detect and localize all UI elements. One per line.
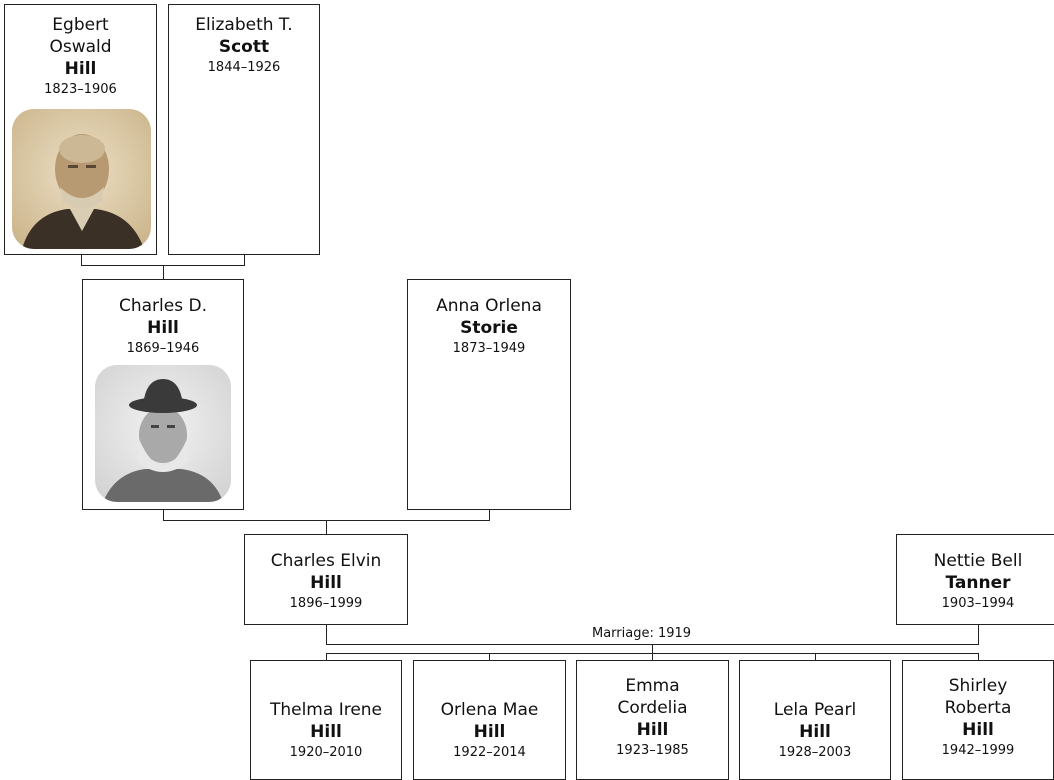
portrait-photo — [12, 109, 151, 249]
life-years: 1942–1999 — [941, 743, 1015, 758]
surname: Storie — [460, 318, 518, 338]
surname: Scott — [218, 37, 270, 57]
portrait-photo — [95, 365, 231, 502]
given-name: Emma Cordelia — [617, 676, 688, 718]
life-years: 1873–1949 — [452, 341, 526, 356]
life-years: 1928–2003 — [778, 745, 852, 760]
connector — [978, 624, 979, 645]
surname: Tanner — [945, 573, 1011, 593]
connector — [489, 653, 490, 660]
connector — [326, 520, 327, 534]
surname: Hill — [310, 573, 342, 593]
given-name: Charles Elvin — [270, 551, 382, 571]
portrait-photo — [12, 109, 151, 249]
connector — [815, 653, 816, 660]
surname: Hill — [64, 59, 97, 79]
surname: Hill — [473, 722, 506, 742]
given-name: Elizabeth T. — [195, 15, 293, 35]
given-name: Egbert Oswald — [49, 15, 112, 57]
connector — [163, 265, 164, 279]
person-card-anna-storie[interactable]: Anna Orlena Storie 1873–1949 — [407, 279, 571, 510]
given-name: Charles D. — [119, 296, 207, 316]
life-years: 1869–1946 — [126, 341, 200, 356]
life-years: 1896–1999 — [289, 596, 363, 611]
life-years: 1920–2010 — [289, 745, 363, 760]
person-card-orlena-hill[interactable]: Orlena Mae Hill 1922–2014 — [413, 660, 566, 780]
person-card-elizabeth-scott[interactable]: Elizabeth T. Scott 1844–1926 — [168, 4, 320, 255]
connector — [978, 653, 979, 660]
life-years: 1823–1906 — [44, 82, 117, 97]
person-card-nettie-tanner[interactable]: Nettie Bell Tanner 1903–1994 — [896, 534, 1054, 625]
portrait-photo — [95, 365, 231, 502]
life-years: 1844–1926 — [207, 60, 281, 75]
connector — [326, 653, 327, 660]
connector — [652, 653, 653, 660]
given-name: Lela Pearl — [773, 700, 857, 720]
person-card-charles-d-hill[interactable]: Charles D. Hill 1869–1946 — [82, 279, 244, 510]
person-card-thelma-hill[interactable]: Thelma Irene Hill 1920–2010 — [250, 660, 402, 780]
connector — [244, 254, 245, 266]
surname: Hill — [962, 720, 994, 740]
person-card-shirley-hill[interactable]: Shirley Roberta Hill 1942–1999 — [902, 660, 1054, 780]
surname: Hill — [636, 720, 669, 740]
given-name: Orlena Mae — [440, 700, 539, 720]
life-years: 1923–1985 — [616, 743, 689, 758]
surname: Hill — [799, 722, 831, 742]
surname: Hill — [310, 722, 342, 742]
marriage-label: Marriage: 1919 — [590, 626, 694, 641]
given-name: Thelma Irene — [269, 700, 383, 720]
person-card-lela-hill[interactable]: Lela Pearl Hill 1928–2003 — [739, 660, 891, 780]
given-name: Shirley Roberta — [944, 676, 1012, 718]
connector — [163, 509, 164, 521]
connector — [81, 254, 82, 266]
given-name: Nettie Bell — [933, 551, 1023, 571]
life-years: 1922–2014 — [453, 745, 526, 760]
given-name: Anna Orlena — [436, 296, 542, 316]
life-years: 1903–1994 — [941, 596, 1015, 611]
connector — [652, 644, 653, 653]
person-card-emma-hill[interactable]: Emma Cordelia Hill 1923–1985 — [576, 660, 729, 780]
person-card-charles-elvin-hill[interactable]: Charles Elvin Hill 1896–1999 — [244, 534, 408, 625]
surname: Hill — [147, 318, 179, 338]
connector — [489, 509, 490, 521]
person-card-egbert-hill[interactable]: Egbert Oswald Hill 1823–1906 — [4, 4, 157, 255]
connector — [326, 624, 327, 645]
